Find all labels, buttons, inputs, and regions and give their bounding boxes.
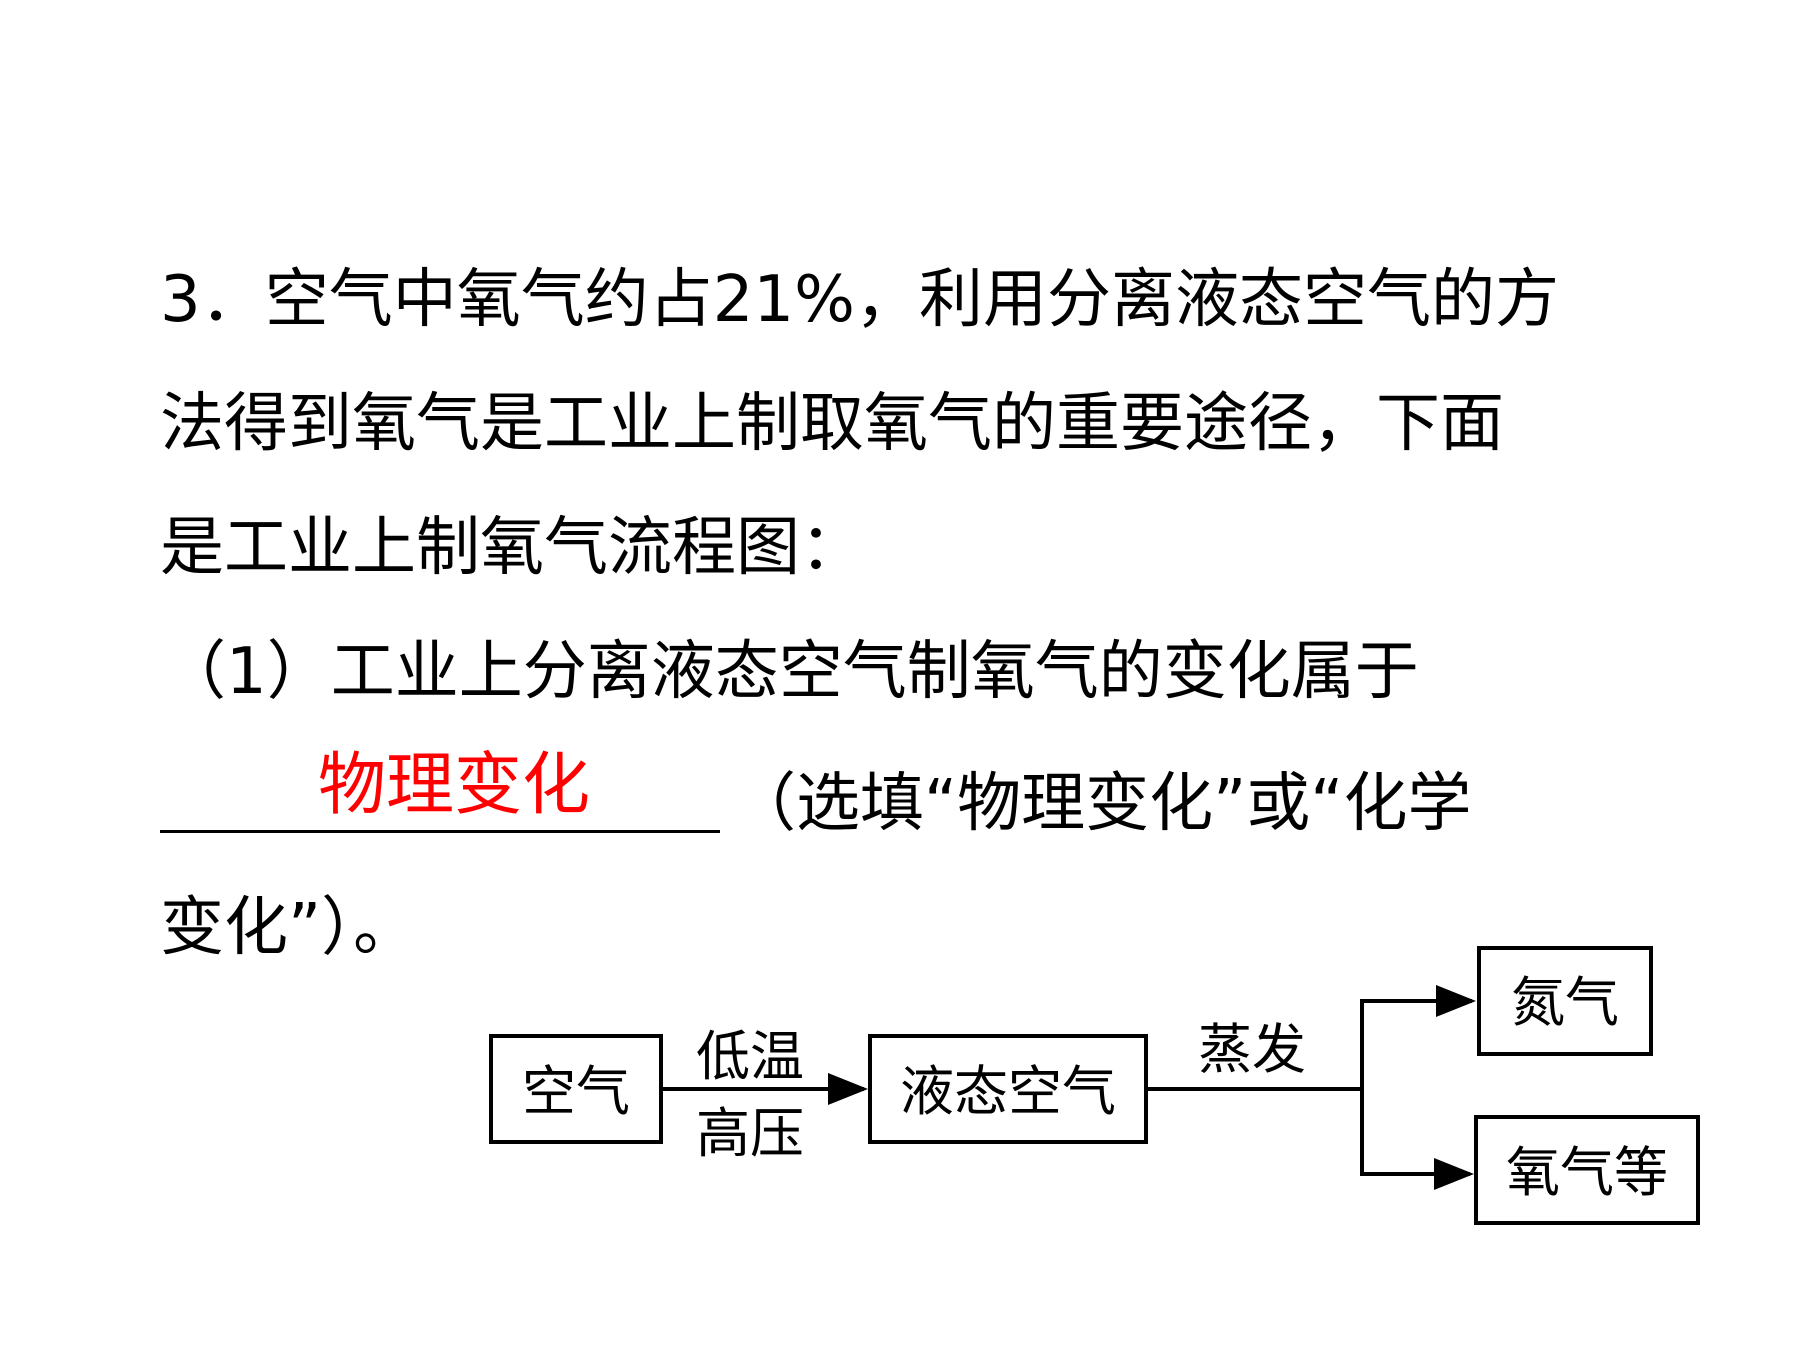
part1-answer: 物理变化: [318, 746, 591, 825]
edge-label-evaporate: 蒸发: [1198, 1018, 1306, 1081]
oxygen-label: 氧气等: [1506, 1141, 1668, 1204]
nitrogen-label: 氮气: [1511, 971, 1619, 1034]
liquid-air-label: 液态空气: [900, 1060, 1116, 1123]
part1-end: 变化”）。: [160, 891, 418, 965]
question-line-1: 3．空气中氧气约占21%，利用分离液态空气的方: [160, 263, 1559, 337]
air-label: 空气: [522, 1060, 630, 1123]
edge-label-low-temp: 低温: [696, 1025, 804, 1088]
part1-suffix: （选填“物理变化”或“化学: [732, 767, 1472, 841]
answer-blank-line: [160, 830, 720, 833]
part1-intro: （1）工业上分离液态空气制氧气的变化属于: [162, 635, 1419, 709]
question-line-2: 法得到氧气是工业上制取氧气的重要途径，下面: [160, 387, 1504, 461]
edge-label-high-pressure: 高压: [696, 1102, 804, 1165]
question-line-3: 是工业上制氧气流程图：: [160, 511, 864, 585]
oxygen-box: [1474, 1115, 1700, 1225]
nitrogen-box: [1477, 946, 1653, 1056]
